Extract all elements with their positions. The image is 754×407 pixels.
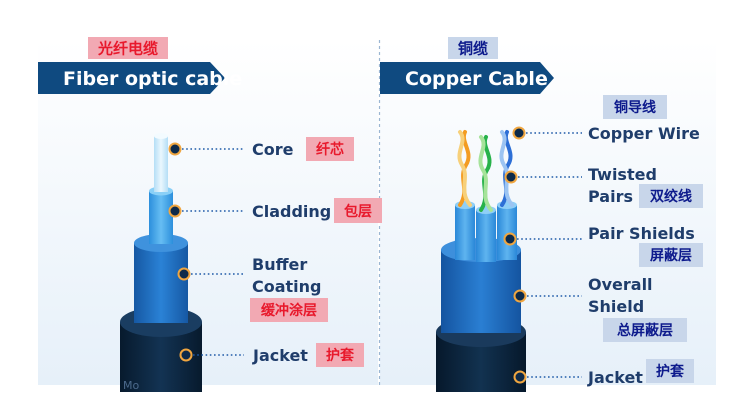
copper-section: 铜缆 Copper Cable bbox=[380, 37, 703, 392]
copper-twisted-label-line1: Twisted bbox=[588, 165, 657, 184]
copper-overall-marker bbox=[513, 289, 527, 303]
fiber-heading-cn: 光纤电缆 bbox=[97, 40, 158, 58]
copper-pair-shields-cn-box bbox=[639, 243, 703, 267]
copper-pair-shields-label: Pair Shields bbox=[588, 224, 695, 243]
copper-pair-shield-middle bbox=[476, 210, 496, 262]
fiber-jacket-cn-box bbox=[316, 343, 364, 367]
orange-wire-b bbox=[457, 130, 472, 207]
fiber-cladding-label: Cladding bbox=[252, 202, 331, 221]
copper-jacket-marker bbox=[513, 370, 527, 384]
copper-pair-shield-right bbox=[497, 205, 517, 260]
fiber-cable-illustration: Mo bbox=[120, 133, 202, 392]
fiber-buffer-marker bbox=[177, 267, 191, 281]
fiber-title-banner bbox=[38, 62, 225, 94]
fiber-buffer-cn-label: 缓冲涂层 bbox=[261, 302, 317, 319]
copper-jacket-label: Jacket bbox=[587, 368, 643, 387]
fiber-core-marker bbox=[168, 142, 182, 156]
fiber-core-cn-label: 纤芯 bbox=[316, 141, 344, 158]
fiber-watermark: Mo bbox=[123, 379, 139, 392]
fiber-cladding-body bbox=[149, 191, 173, 244]
copper-overall-label-line2: Shield bbox=[588, 297, 644, 316]
copper-wire-cn-label: 铜导线 bbox=[614, 99, 656, 116]
fiber-cladding-marker bbox=[168, 204, 182, 218]
fiber-title: Fiber optic cable bbox=[63, 68, 242, 90]
fiber-core-cn-box bbox=[306, 137, 354, 161]
fiber-buffer-label-line2: Coating bbox=[252, 277, 322, 296]
copper-pair-shields-cn-label: 屏蔽层 bbox=[650, 247, 692, 264]
fiber-heading-cn-box bbox=[88, 37, 168, 59]
fiber-buffer-label-line1: Buffer bbox=[252, 255, 307, 274]
fiber-jacket-label: Jacket bbox=[252, 346, 308, 365]
fiber-buffer-cn-box bbox=[250, 298, 328, 322]
copper-wire-marker bbox=[512, 126, 526, 140]
copper-wire-label: Copper Wire bbox=[588, 124, 700, 143]
copper-pair-shield-left bbox=[455, 205, 475, 260]
copper-twisted-pair-blue bbox=[499, 130, 514, 207]
copper-twisted-label-line2: Pairs bbox=[588, 187, 633, 206]
fiber-panel-background bbox=[38, 40, 378, 385]
blue-wire-b bbox=[499, 130, 514, 207]
fiber-cladding-cn-box bbox=[334, 198, 382, 223]
copper-jacket-cn-box bbox=[646, 359, 694, 383]
copper-leaders bbox=[503, 126, 582, 384]
copper-twisted-cn-label: 双绞线 bbox=[650, 188, 692, 205]
fiber-buffer-body bbox=[134, 243, 188, 323]
copper-overall-cn-label: 总屏蔽层 bbox=[617, 322, 673, 339]
green-wire-b bbox=[478, 135, 493, 212]
copper-pair-shield-marker bbox=[503, 232, 517, 246]
fiber-jacket-marker bbox=[179, 348, 193, 362]
copper-jacket-cn-label: 护套 bbox=[656, 363, 684, 380]
copper-overall-shield-body bbox=[441, 250, 521, 333]
fiber-section: 光纤电缆 Fiber optic cable Mo Core bbox=[38, 37, 382, 392]
copper-twisted-pair-orange bbox=[457, 130, 472, 207]
fiber-core-body bbox=[154, 136, 168, 192]
copper-overall-label-line1: Overall bbox=[588, 275, 653, 294]
copper-overall-cn-box bbox=[603, 318, 687, 342]
copper-heading-cn-box bbox=[448, 37, 498, 59]
fiber-core-top bbox=[154, 133, 168, 139]
copper-twisted-cn-box bbox=[639, 184, 703, 208]
copper-title: Copper Cable bbox=[405, 68, 548, 90]
fiber-leaders bbox=[168, 142, 244, 362]
copper-wire-cn-box bbox=[603, 95, 667, 119]
fiber-core-label: Core bbox=[252, 140, 294, 159]
copper-twisted-marker bbox=[504, 170, 518, 184]
copper-heading-cn: 铜缆 bbox=[458, 40, 488, 58]
copper-title-banner bbox=[380, 62, 554, 94]
fiber-cladding-cn-label: 包层 bbox=[344, 203, 372, 220]
copper-twisted-pair-green bbox=[478, 135, 493, 212]
fiber-jacket-cn-label: 护套 bbox=[326, 347, 354, 364]
copper-cable-illustration bbox=[436, 130, 526, 392]
